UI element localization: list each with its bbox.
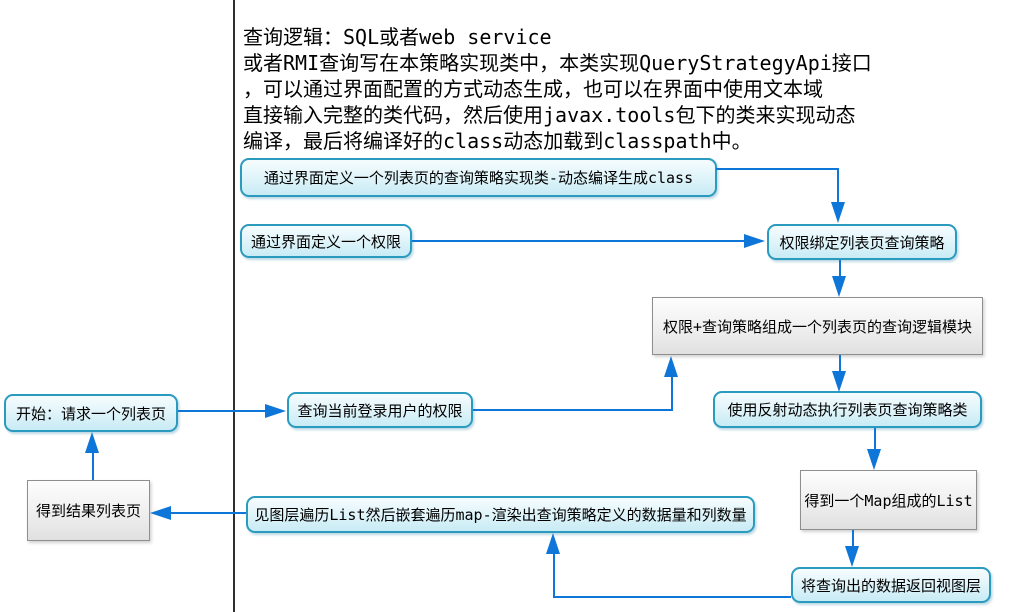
connector-return-to-render-h <box>553 596 791 598</box>
query-logic-note: 查询逻辑：SQL或者web service 或者RMI查询写在本策略实现类中，本… <box>243 24 1003 154</box>
note-line: ，可以通过界面配置的方式动态生成，也可以在界面中使用文本域 <box>243 77 823 101</box>
arrowhead-up-icon <box>664 356 678 377</box>
arrowhead-right-icon <box>744 234 765 248</box>
note-line: 编译，最后将编译好的class动态加载到classpath中。 <box>243 129 752 153</box>
arrowhead-down-icon <box>845 546 859 567</box>
node-bind-strategy: 权限绑定列表页查询策略 <box>767 224 957 260</box>
connector-render-to-result <box>171 512 246 514</box>
node-reflect-execute: 使用反射动态执行列表页查询策略类 <box>713 391 982 428</box>
connector-userperm-to-module-h <box>473 409 673 411</box>
node-result-list-page: 得到结果列表页 <box>27 480 150 541</box>
arrowhead-up-icon <box>546 533 560 554</box>
connector-reflect-to-maplist <box>874 428 876 450</box>
arrowhead-down-icon <box>867 449 881 470</box>
connector-bind-to-module <box>839 260 841 277</box>
node-define-query-strategy: 通过界面定义一个列表页的查询策略实现类-动态编译生成class <box>240 158 717 197</box>
node-query-logic-module: 权限+查询策略组成一个列表页的查询逻辑模块 <box>652 297 983 355</box>
node-start-request: 开始：请求一个列表页 <box>4 394 178 432</box>
arrowhead-down-icon <box>832 371 846 392</box>
connector-return-to-render-v <box>553 553 555 598</box>
arrowhead-down-icon <box>831 202 845 223</box>
node-render-view-layer: 见图层遍历List然后嵌套遍历map-渲染出查询策略定义的数据量和列数量 <box>246 496 755 533</box>
note-line: 或者RMI查询写在本策略实现类中，本类实现QueryStrategyApi接口 <box>243 51 872 75</box>
connector-userperm-to-module-v <box>671 376 673 411</box>
connector-permission-to-bind <box>412 240 745 242</box>
arrowhead-down-icon <box>832 276 846 297</box>
connector-strategy-to-bind-v <box>837 168 839 204</box>
arrowhead-right-icon <box>265 404 286 418</box>
arrowhead-left-icon <box>150 506 171 520</box>
vertical-divider-line <box>233 0 235 612</box>
connector-result-to-start <box>92 451 94 480</box>
note-line: 查询逻辑：SQL或者web service <box>243 25 552 49</box>
connector-strategy-to-bind-h <box>716 168 839 170</box>
connector-start-to-userperm <box>178 410 267 412</box>
node-return-view: 将查询出的数据返回视图层 <box>791 567 991 603</box>
connector-module-to-reflect <box>839 355 841 372</box>
node-map-list: 得到一个Map组成的List <box>800 470 977 530</box>
arrowhead-up-icon <box>85 432 99 453</box>
note-line: 直接输入完整的类代码，然后使用javax.tools包下的类来实现动态 <box>243 103 856 127</box>
connector-maplist-to-return <box>852 530 854 547</box>
node-define-permission: 通过界面定义一个权限 <box>240 224 412 258</box>
node-query-user-permission: 查询当前登录用户的权限 <box>287 392 473 428</box>
